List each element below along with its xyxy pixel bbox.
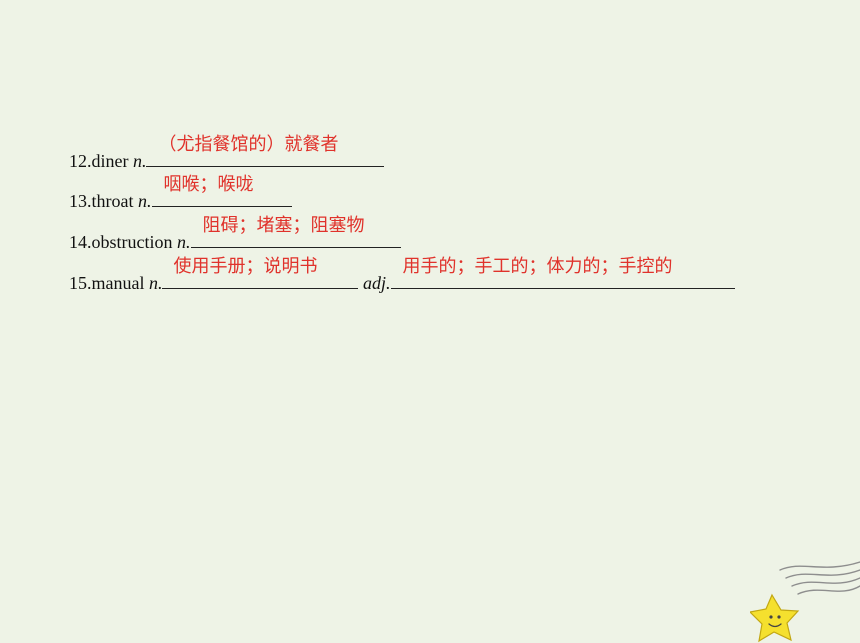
smiling-star-icon bbox=[750, 561, 860, 643]
item-number: 15. bbox=[69, 273, 92, 293]
item-number: 14. bbox=[69, 232, 92, 252]
item-number: 13. bbox=[69, 191, 92, 211]
part-of-speech: n. bbox=[177, 232, 191, 252]
part-of-speech: n. bbox=[148, 273, 163, 293]
answer-text: 阻碍；堵塞；阻塞物 bbox=[202, 215, 365, 236]
part-of-speech: n. bbox=[138, 191, 152, 211]
answer-blank-2: 用手的；手工的；体力的；手控的 bbox=[390, 256, 735, 289]
answer-blank: 使用手册；说明书 bbox=[162, 256, 359, 289]
answer-text: 咽喉；喉咙 bbox=[163, 174, 254, 195]
item-number: 12. bbox=[69, 151, 92, 171]
answer-text-2: 用手的；手工的；体力的；手控的 bbox=[402, 256, 673, 277]
answer-text: （尤指餐馆的）就餐者 bbox=[158, 134, 339, 155]
answer-blank: （尤指餐馆的）就餐者 bbox=[146, 134, 385, 167]
answer-text: 使用手册；说明书 bbox=[173, 256, 318, 277]
vocab-item-12: 12.diner n. （尤指餐馆的）就餐者 bbox=[69, 134, 385, 172]
item-word: diner bbox=[91, 151, 129, 171]
item-word: manual bbox=[91, 273, 145, 293]
part-of-speech-2: adj. bbox=[362, 273, 391, 293]
part-of-speech: n. bbox=[132, 151, 147, 171]
item-word: obstruction bbox=[91, 232, 173, 252]
answer-blank: 咽喉；喉咙 bbox=[151, 174, 292, 207]
vocab-item-15: 15.manual n. 使用手册；说明书 adj. 用手的；手工的；体力的；手控的 bbox=[69, 256, 735, 294]
vocab-item-14: 14.obstruction n. 阻碍；堵塞；阻塞物 bbox=[69, 215, 401, 253]
item-word: throat bbox=[91, 191, 134, 211]
vocab-item-13: 13.throat n. 咽喉；喉咙 bbox=[69, 174, 292, 212]
answer-blank: 阻碍；堵塞；阻塞物 bbox=[190, 215, 401, 248]
